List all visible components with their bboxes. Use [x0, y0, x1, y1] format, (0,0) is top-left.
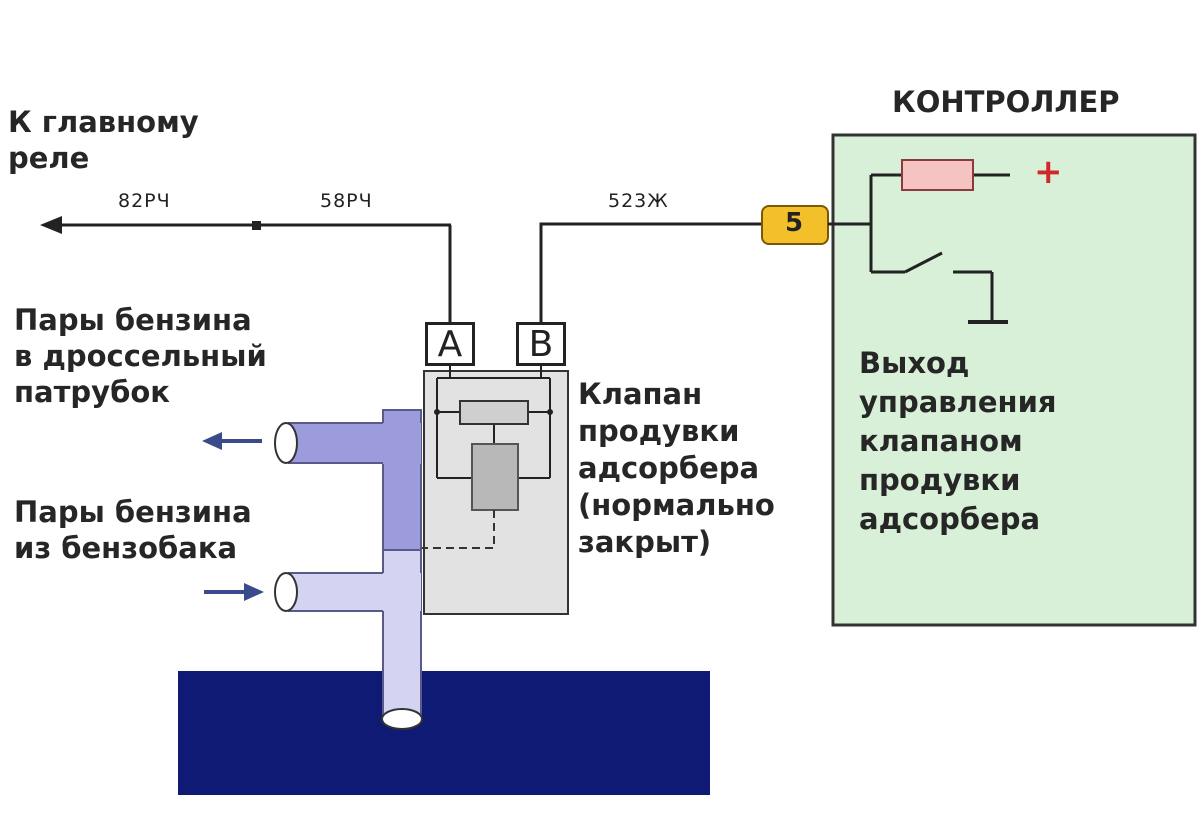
pin-5-label: 5	[785, 208, 804, 238]
resistor-icon	[901, 159, 974, 191]
controller-box	[831, 133, 1197, 627]
wire-splice-dot	[252, 221, 261, 230]
terminal-a: A	[425, 322, 475, 366]
main-relay-label: К главному реле	[8, 105, 199, 175]
wire-523-label: 523Ж	[608, 190, 669, 212]
valve-internal-circuit	[436, 366, 551, 479]
wire-82-label: 82РЧ	[118, 190, 171, 212]
plus-icon: +	[1034, 152, 1063, 192]
controller-circuit	[828, 173, 1010, 324]
valve-label: Клапан продувки адсорбера (нормально зак…	[578, 377, 775, 559]
vapor-from-tank-label: Пары бензина из бензобака	[14, 495, 252, 565]
vapor-pipes	[274, 409, 423, 730]
flow-arrow-in-icon	[204, 583, 264, 601]
flow-arrow-out-icon	[202, 432, 262, 450]
wire-to-main-relay	[40, 216, 452, 322]
terminal-b: B	[516, 322, 566, 366]
vapor-to-throttle-label: Пары бензина в дроссельный патрубок	[14, 303, 267, 409]
wire-58-label: 58РЧ	[320, 190, 373, 212]
controller-output-label: Выход управления клапаном продувки адсор…	[859, 346, 1057, 536]
arrow-left-icon	[40, 216, 62, 234]
controller-title: КОНТРОЛЛЕР	[892, 85, 1120, 119]
wire-523	[539, 222, 765, 322]
valve-plunger-link	[422, 510, 495, 549]
fuel-tank	[178, 671, 710, 795]
valve-plunger-icon	[471, 443, 519, 511]
valve-coil-icon	[459, 400, 529, 425]
